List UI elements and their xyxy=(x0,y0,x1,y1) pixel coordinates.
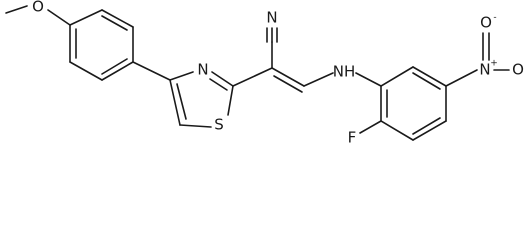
nitrile-nitrogen-label: N xyxy=(266,9,277,27)
bond-thz-s1-c5 xyxy=(179,124,212,128)
bond-thz-c2-s1 xyxy=(227,85,234,116)
bond-thz-c5-c4-double xyxy=(176,83,187,120)
bond-ring2-d xyxy=(412,120,447,141)
nitro-oxygen-top-label: O xyxy=(480,14,492,32)
bond-ring2-e xyxy=(380,120,414,141)
bond-thz-c5-c4 xyxy=(169,79,181,126)
bond-thz-vinyl xyxy=(232,67,273,87)
bond-ring2-inner-2 xyxy=(412,117,441,135)
bond-aryl-fluoro xyxy=(359,120,382,134)
nitro-nitrogen-label: N xyxy=(479,61,490,79)
structure-canvas: O N S N NH N + O - O F xyxy=(5,0,524,147)
bond-ring2-b xyxy=(412,66,447,87)
bond-ring1-e xyxy=(69,61,103,81)
bond-aryl-nitro xyxy=(445,69,478,87)
bond-aryl-thiazole xyxy=(132,61,171,81)
bond-vinyl-cc-double xyxy=(273,75,303,93)
amine-nh-label: NH xyxy=(333,63,356,81)
thiazole-nitrogen-label: N xyxy=(197,61,208,79)
bond-thz-c4-n3 xyxy=(169,71,194,81)
bond-o-aryl xyxy=(47,9,71,26)
bond-nh-aryl xyxy=(355,72,382,87)
bond-ring2-a xyxy=(380,66,414,87)
bonds xyxy=(5,5,510,141)
atom-labels: O N S N NH N + O - O F xyxy=(32,0,524,147)
fluorine-label: F xyxy=(348,129,357,147)
methoxy-oxygen-label: O xyxy=(32,0,44,16)
bond-vinyl-cc xyxy=(271,67,305,87)
thiazole-sulfur-label: S xyxy=(214,116,224,134)
bond-ring1-inner-1 xyxy=(101,15,128,31)
nitro-oxygen-right-label: O xyxy=(512,61,524,79)
bond-thz-n3-c2 xyxy=(211,71,234,87)
bond-thz-n3-c2-double xyxy=(209,78,228,91)
bond-vinyl-nh xyxy=(303,72,334,87)
nitro-plus-charge: + xyxy=(490,59,498,69)
molecule-structure: O N S N NH N + O - O F xyxy=(5,0,524,147)
bond-ring1-b xyxy=(101,9,134,28)
bond-ring1-d xyxy=(101,61,134,81)
bond-ring1-a xyxy=(69,9,103,26)
bond-ring1-inner-2 xyxy=(101,58,128,75)
bond-methyl-o xyxy=(5,5,28,14)
bond-ring2-inner-1 xyxy=(412,72,441,90)
nitro-oxygen-minus-charge: - xyxy=(493,13,496,23)
